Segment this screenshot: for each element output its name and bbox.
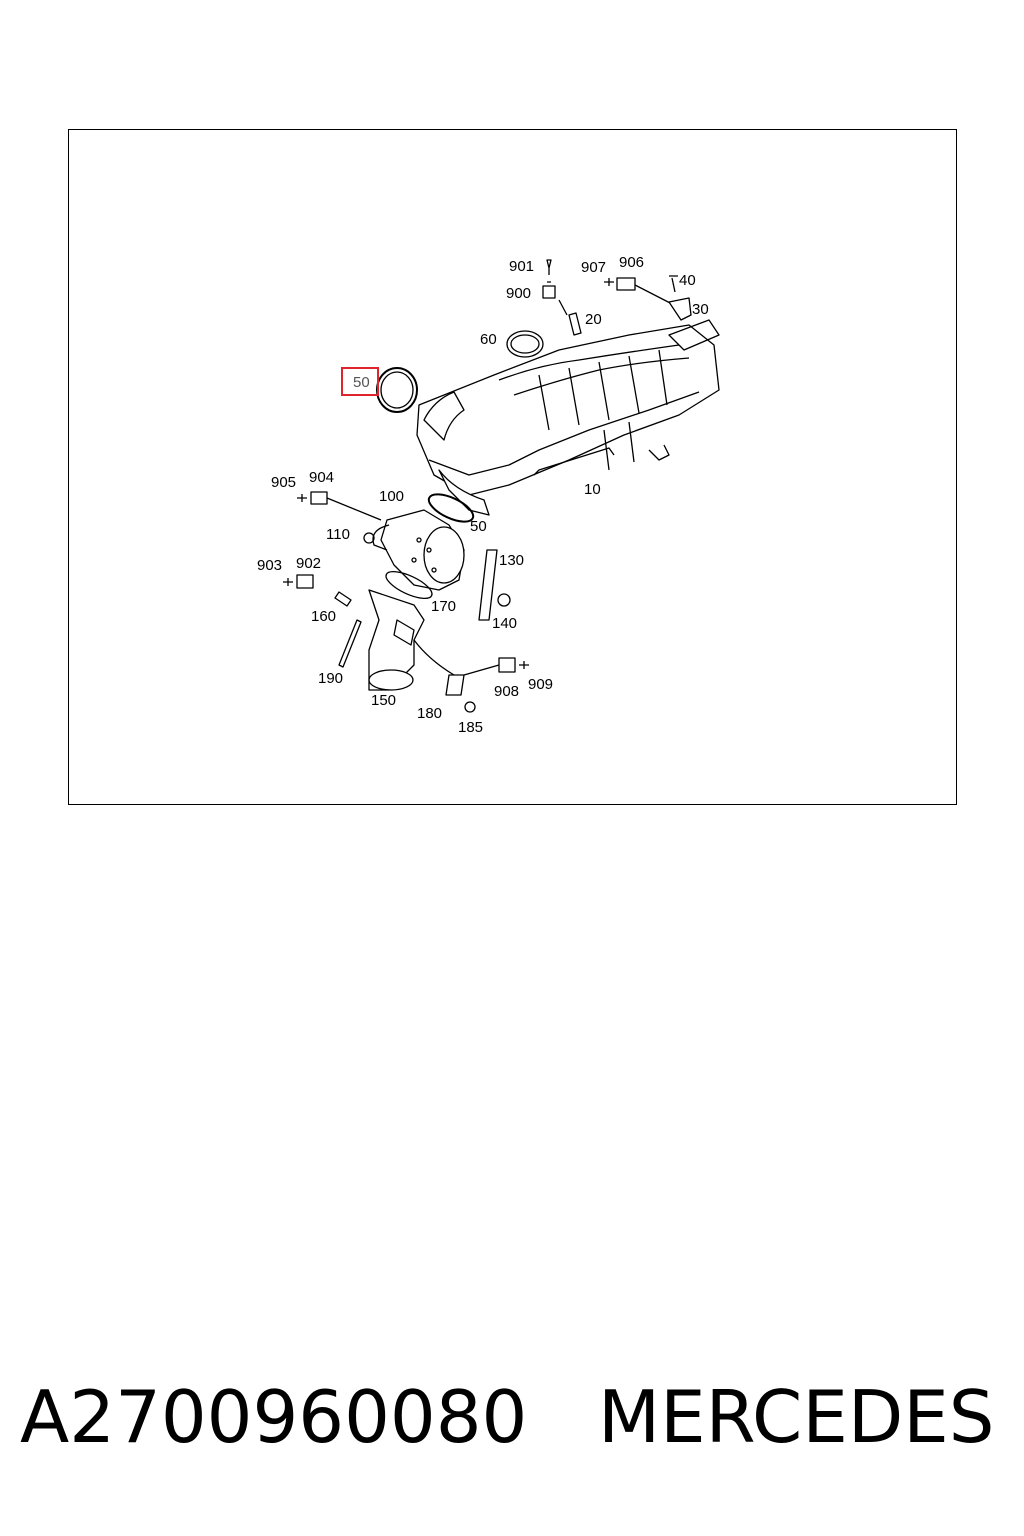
- sensor-180: [445, 674, 465, 696]
- bolt-140: [497, 593, 511, 607]
- callout-901[interactable]: 901: [509, 258, 535, 275]
- seal-907: [604, 278, 614, 286]
- bracket-130: [478, 549, 498, 621]
- callout-140[interactable]: 140: [492, 615, 518, 632]
- callout-110[interactable]: 110: [326, 526, 350, 543]
- clip-110: [363, 532, 375, 544]
- callout-30[interactable]: 30: [692, 301, 709, 318]
- callout-10[interactable]: 10: [584, 481, 601, 498]
- callout-906[interactable]: 906: [619, 254, 645, 271]
- bolt-190: [338, 619, 362, 668]
- seal-901: [546, 259, 552, 275]
- callout-190[interactable]: 190: [318, 670, 344, 687]
- callout-60[interactable]: 60: [480, 331, 497, 348]
- callout-908[interactable]: 908: [494, 683, 520, 700]
- seal-903: [283, 578, 293, 586]
- intake-pipe-150: [368, 589, 425, 691]
- parts-diagram: 901 907 906 40 900 30 20 60 50 10 905 90…: [68, 129, 957, 805]
- brand-name: MERCEDES: [598, 1375, 995, 1459]
- sensor-20: [568, 312, 582, 336]
- callout-903[interactable]: 903: [257, 557, 283, 574]
- callout-50[interactable]: 50: [470, 518, 487, 535]
- o-ring-50-top: [376, 367, 418, 413]
- sensor-160: [334, 591, 352, 607]
- callout-905[interactable]: 905: [271, 474, 297, 491]
- callout-150[interactable]: 150: [371, 692, 397, 709]
- intake-manifold-part: [416, 319, 720, 516]
- intake-manifold-illustration: [283, 259, 720, 713]
- gasket-170: [385, 571, 433, 599]
- sensor-30: [668, 297, 692, 321]
- callout-20[interactable]: 20: [585, 311, 602, 328]
- part-caption: A2700960080 MERCEDES: [20, 1372, 1010, 1462]
- seal-905: [297, 494, 307, 502]
- callout-170[interactable]: 170: [431, 598, 457, 615]
- callout-902[interactable]: 902: [296, 555, 322, 572]
- callout-160[interactable]: 160: [311, 608, 337, 625]
- throttle-body-100: [372, 509, 465, 591]
- connector-902: [296, 574, 314, 589]
- connector-900: [542, 281, 556, 299]
- callout-900[interactable]: 900: [506, 285, 532, 302]
- callout-180[interactable]: 180: [417, 705, 443, 722]
- bolt-40: [669, 275, 678, 293]
- seal-909: [519, 661, 529, 669]
- connector-908: [498, 657, 516, 673]
- connector-906: [616, 277, 636, 291]
- part-number: A2700960080: [20, 1375, 528, 1459]
- callout-904[interactable]: 904: [309, 469, 335, 486]
- callout-130[interactable]: 130: [499, 552, 525, 569]
- callout-40[interactable]: 40: [679, 272, 696, 289]
- connector-904: [310, 491, 328, 505]
- callout-185[interactable]: 185: [458, 719, 484, 736]
- callout-100[interactable]: 100: [379, 488, 405, 505]
- gasket-60: [506, 330, 544, 358]
- callout-50-highlighted[interactable]: 50: [341, 367, 379, 396]
- callout-907[interactable]: 907: [581, 259, 607, 276]
- o-ring-50-lower: [427, 493, 475, 523]
- callout-909[interactable]: 909: [528, 676, 554, 693]
- nut-185: [464, 701, 476, 713]
